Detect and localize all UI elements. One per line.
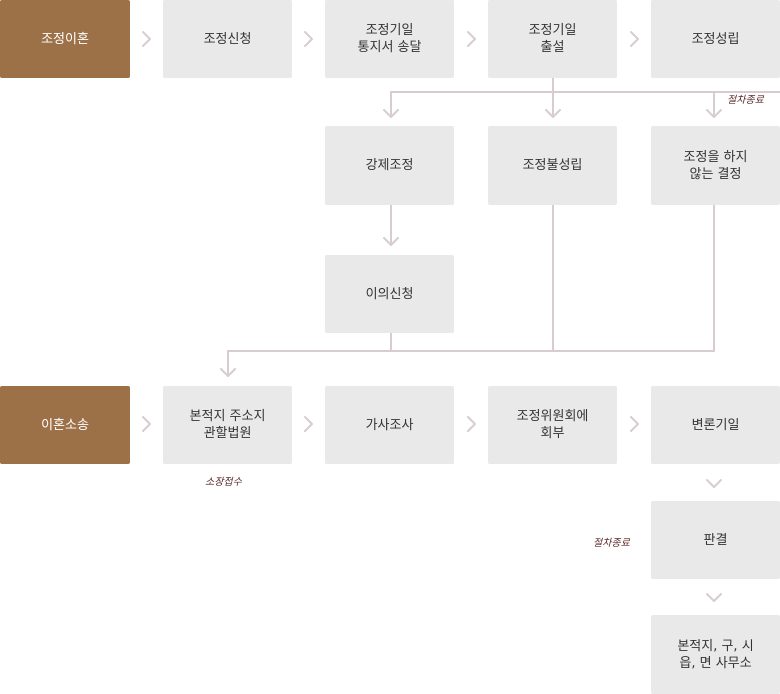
mediation-end-note: 절차종료: [727, 95, 764, 106]
forced-mediation-box: 강제조정: [325, 126, 454, 205]
mediation-notice-box: 조정기일 통지서 송달: [325, 0, 454, 78]
filing-note: 소장접수: [205, 477, 242, 488]
chevron-down-icon: [706, 479, 722, 488]
arrow-down-icon: [706, 109, 722, 118]
mediation-divorce-box: 조정이혼: [0, 0, 130, 78]
chevron-right-icon: [304, 31, 313, 47]
mediation-success-box: 조정성립: [651, 0, 780, 78]
no-mediation-decision-box: 조정을 하지 않는 결정: [651, 126, 780, 205]
arrow-down-icon: [545, 109, 561, 118]
chevron-right-icon: [304, 416, 313, 432]
divorce-lawsuit-box: 이혼소송: [0, 386, 130, 464]
registry-office-box: 본적지, 구, 시 읍, 면 사무소: [651, 615, 780, 694]
litigation-end-note: 절차종료: [593, 538, 630, 549]
arrow-down-icon: [220, 368, 236, 377]
chevron-right-icon: [467, 416, 476, 432]
family-investigation-box: 가사조사: [325, 386, 454, 464]
judgment-box: 판결: [651, 501, 780, 579]
chevron-right-icon: [142, 31, 151, 47]
arrow-down-icon: [383, 109, 399, 118]
chevron-right-icon: [630, 31, 639, 47]
chevron-right-icon: [142, 416, 151, 432]
mediation-committee-box: 조정위원회에 회부: [488, 386, 617, 464]
chevron-right-icon: [467, 31, 476, 47]
mediation-application-box: 조정신청: [163, 0, 292, 78]
mediation-appearance-box: 조정기일 출설: [488, 0, 617, 78]
mediation-failure-box: 조정불성립: [488, 126, 617, 205]
objection-box: 이의신청: [325, 255, 454, 333]
pleading-date-box: 변론기일: [651, 386, 780, 464]
chevron-down-icon: [706, 593, 722, 602]
court-jurisdiction-box: 본적지 주소지 관할법원: [163, 386, 292, 464]
chevron-right-icon: [630, 416, 639, 432]
arrow-down-icon: [383, 237, 399, 246]
